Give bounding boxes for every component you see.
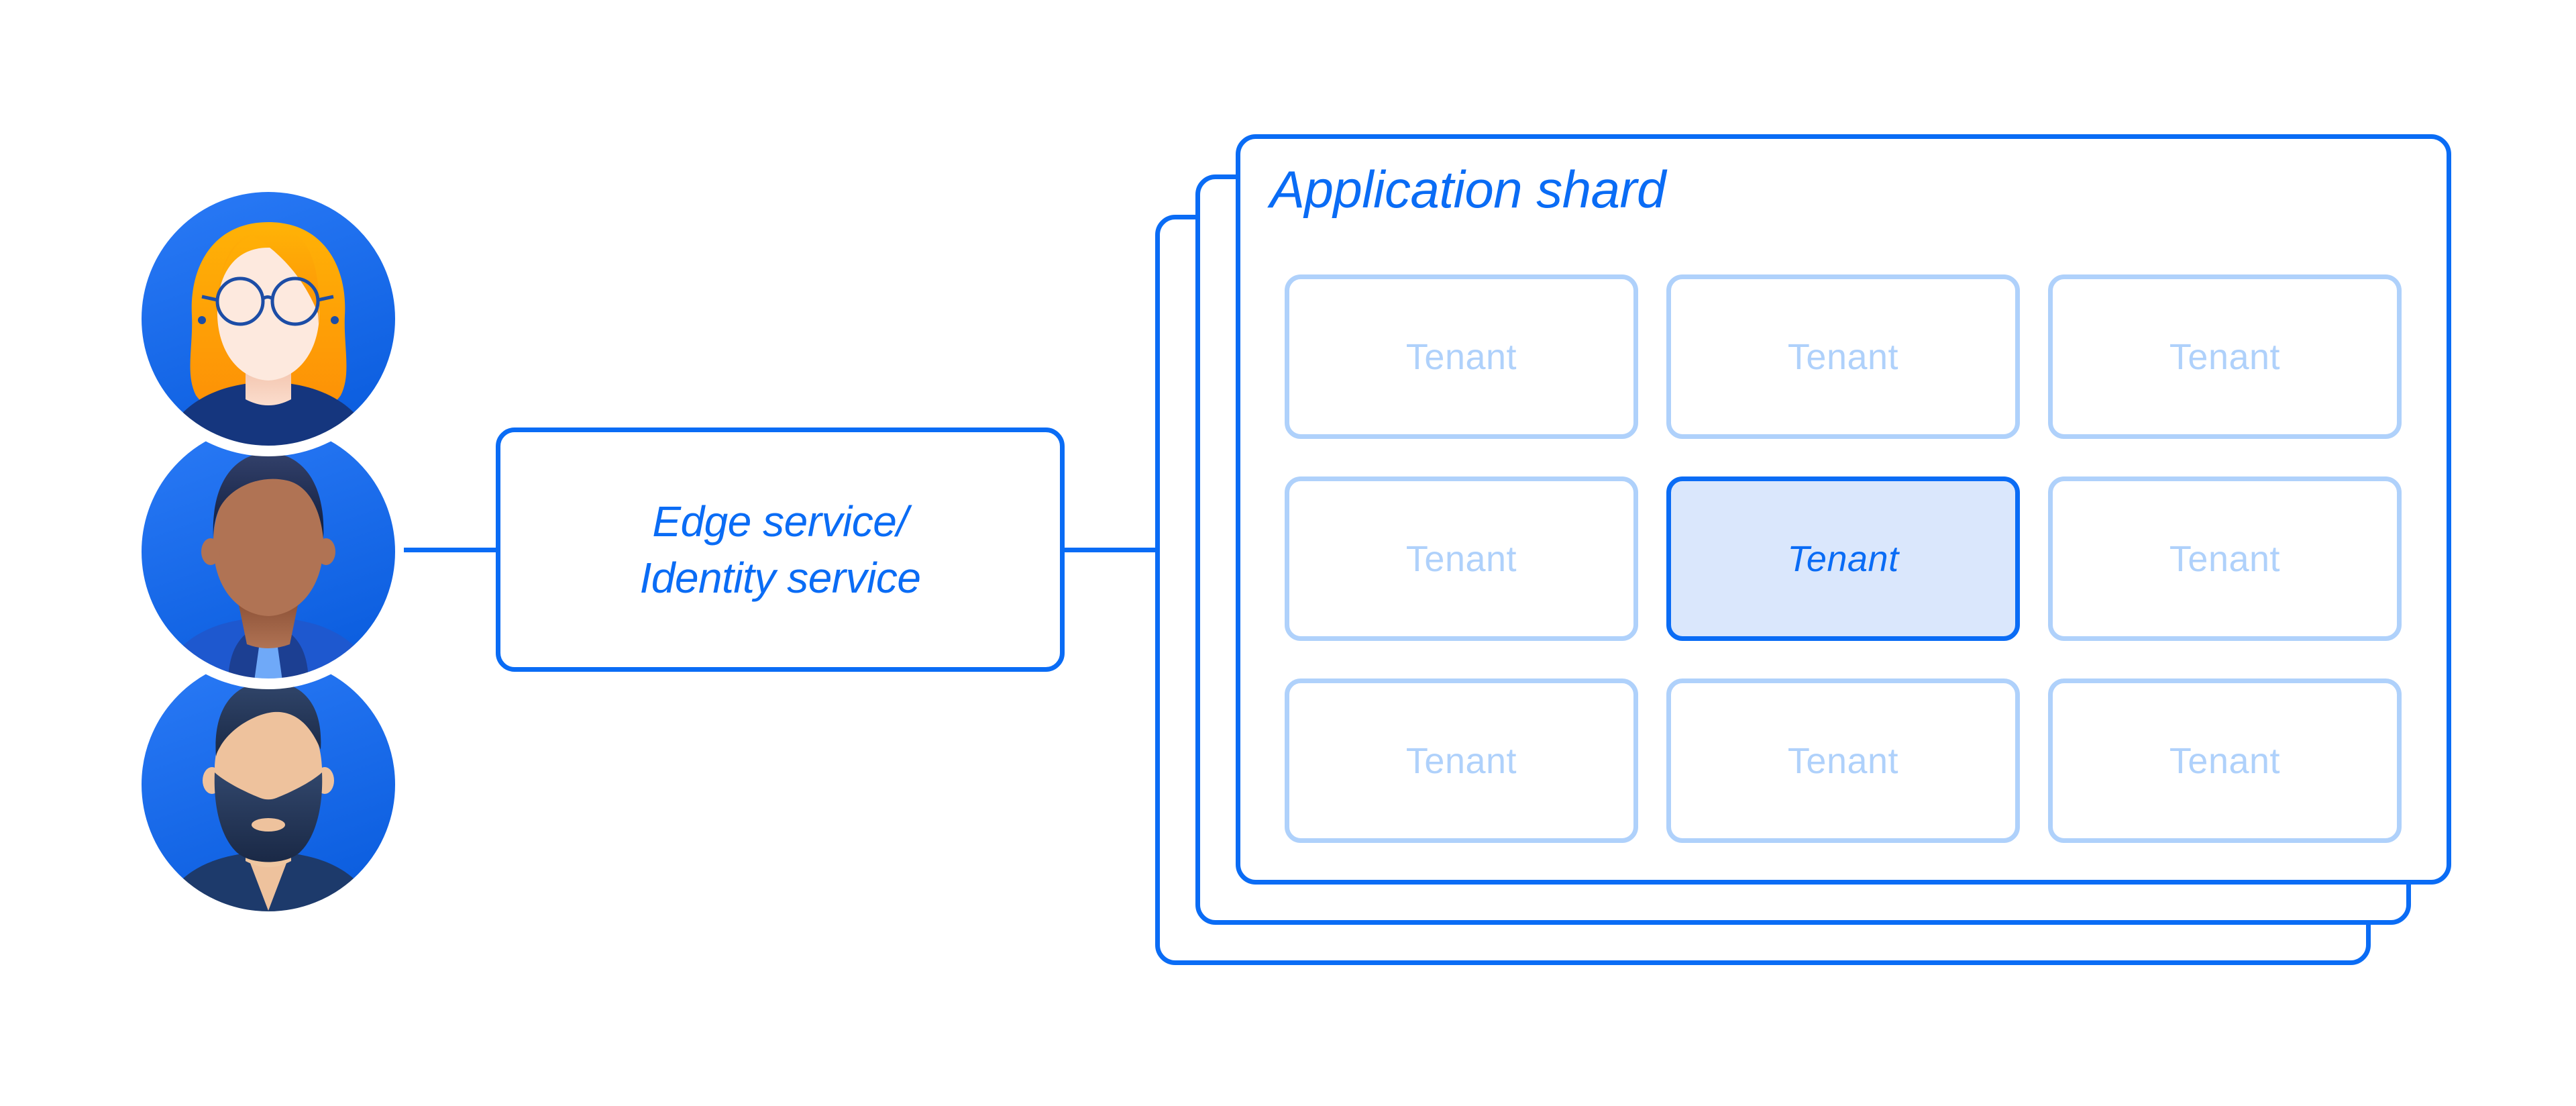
tenant-label: Tenant	[2169, 336, 2281, 377]
tenant-label: Tenant	[1405, 538, 1517, 579]
user-avatars	[131, 181, 406, 922]
tenant-box-highlighted: Tenant	[1666, 476, 2020, 641]
connector-users-to-edge	[404, 548, 498, 552]
tenant-label: Tenant	[1405, 740, 1517, 781]
tenant-label: Tenant	[2169, 740, 2281, 781]
tenant-box: Tenant	[2048, 274, 2402, 439]
tenant-box: Tenant	[1285, 678, 1638, 843]
man-avatar-icon	[131, 414, 406, 689]
tenant-label: Tenant	[2169, 538, 2281, 579]
edge-service-label-line1: Edge service/	[652, 497, 908, 546]
tenant-box: Tenant	[2048, 476, 2402, 641]
tenant-box: Tenant	[2048, 678, 2402, 843]
woman-with-glasses-avatar-icon	[131, 181, 406, 456]
bearded-man-avatar-icon	[131, 647, 406, 922]
tenant-box: Tenant	[1285, 274, 1638, 439]
tenant-label: Tenant	[1787, 336, 1899, 377]
edge-identity-service-node: Edge service/ Identity service	[496, 428, 1065, 672]
application-shard-card-front: Application shard Tenant Tenant Tenant T…	[1236, 134, 2451, 885]
edge-service-label-line2: Identity service	[639, 554, 921, 602]
connector-edge-to-shard	[1062, 548, 1160, 552]
tenant-label: Tenant	[1787, 538, 1899, 579]
tenant-box: Tenant	[1666, 274, 2020, 439]
tenant-label: Tenant	[1405, 336, 1517, 377]
tenant-label: Tenant	[1787, 740, 1899, 781]
tenant-grid: Tenant Tenant Tenant Tenant Tenant Tenan…	[1285, 274, 2402, 843]
application-shard-title: Application shard	[1270, 160, 1666, 219]
tenant-box: Tenant	[1666, 678, 2020, 843]
tenant-box: Tenant	[1285, 476, 1638, 641]
